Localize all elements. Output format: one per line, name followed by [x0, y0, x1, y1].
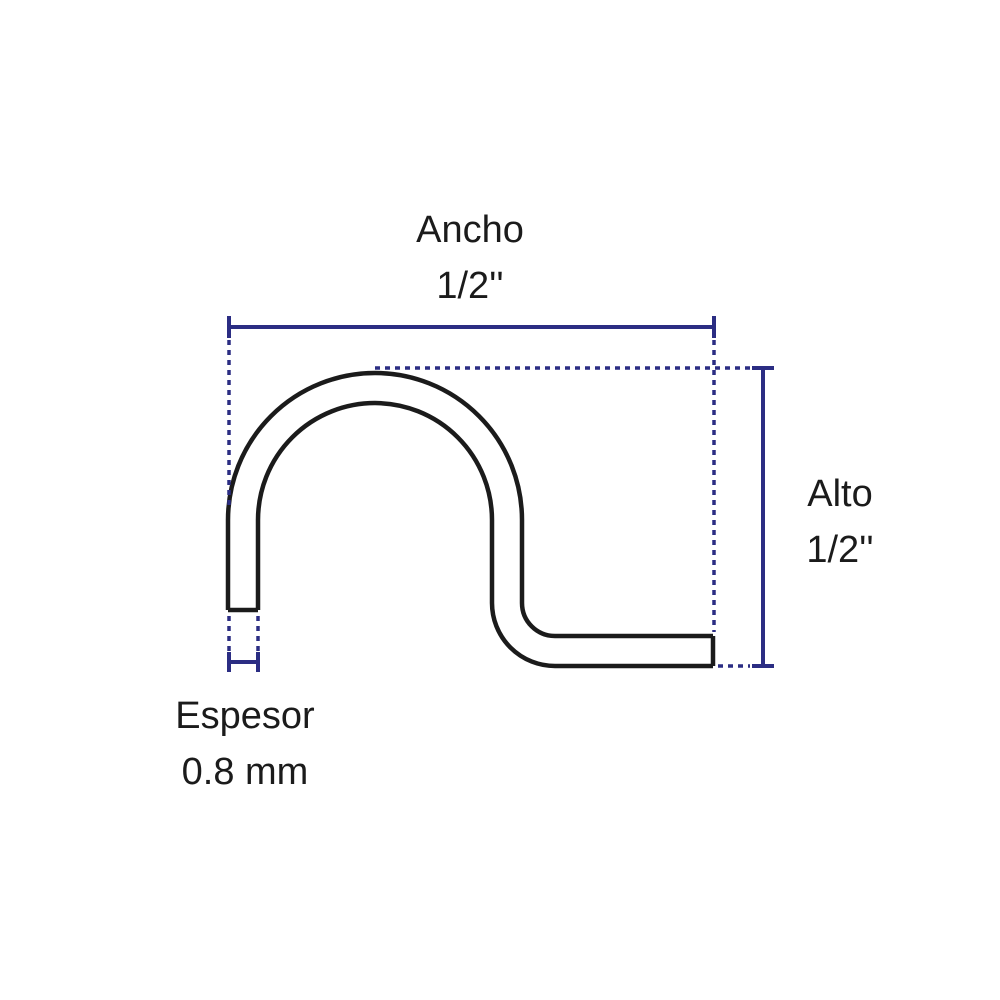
height-label: Alto 1/2''	[770, 466, 910, 578]
staple-profile	[225, 370, 716, 669]
thickness-dimension	[227, 616, 260, 672]
height-label-name: Alto	[807, 473, 873, 515]
width-label-value: 1/2''	[436, 265, 504, 307]
height-dimension	[375, 366, 774, 668]
width-dimension	[227, 316, 716, 632]
thickness-label: Espesor 0.8 mm	[150, 688, 340, 800]
width-label-name: Ancho	[416, 209, 524, 251]
thickness-label-value: 0.8 mm	[181, 751, 309, 793]
staple-inner-edge	[255, 400, 713, 669]
thickness-label-name: Espesor	[175, 695, 315, 737]
staple-outer-edge	[225, 370, 713, 639]
height-label-value: 1/2''	[806, 529, 874, 571]
width-label: Ancho 1/2''	[370, 202, 570, 314]
